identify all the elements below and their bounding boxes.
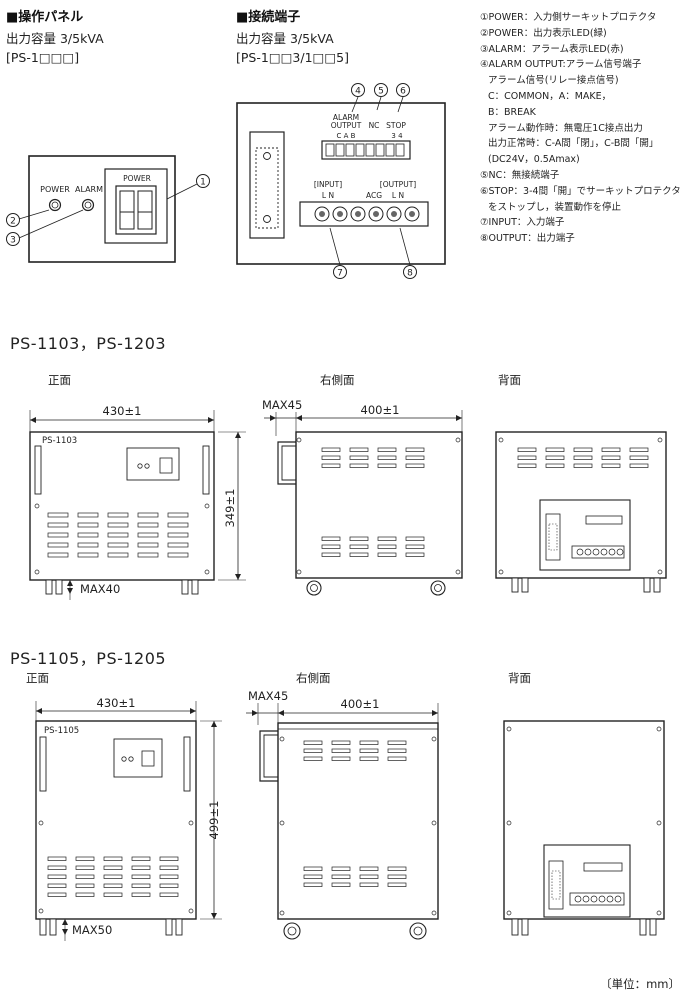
legend-item: B：BREAK <box>488 106 536 118</box>
legend-item: アラーム信号(リレー接点信号) <box>488 75 619 87</box>
nc-label: NC <box>369 121 380 130</box>
terminal-panel-model: [PS-1□□3/1□□5] <box>236 50 350 65</box>
legend-item: C：COMMON，A：MAKE， <box>488 90 612 102</box>
section-a-depth-dim: 400±1 <box>361 403 400 417</box>
section-b-right-view-label: 右側面 <box>296 671 331 685</box>
svg-text:ALARM: ALARM <box>333 113 359 122</box>
alarm-cab-label: C A B <box>337 132 356 140</box>
terminal-panel-heading: ■接続端子 <box>236 10 301 25</box>
svg-text:5: 5 <box>378 87 384 97</box>
legend-item: ④ALARM OUTPUT:アラーム信号端子 <box>480 59 642 71</box>
section-a-right-view-label: 右側面 <box>320 373 355 387</box>
svg-text:4: 4 <box>355 87 361 97</box>
section-a-height-dim: 349±1 <box>223 489 237 528</box>
section-b-back-view-label: 背面 <box>508 671 531 685</box>
alarm-led <box>81 198 95 212</box>
legend-item: ③ALARM：アラーム表示LED(赤) <box>480 43 624 55</box>
legend: ①POWER：入力側サーキットプロテクタ ②POWER：出力表示LED(緑) ③… <box>480 10 681 247</box>
legend-item: ⑧OUTPUT：出力端子 <box>480 233 575 245</box>
section-b-height-dim: 499±1 <box>207 801 221 840</box>
output-pins-label: L N <box>392 191 404 200</box>
output-label: [OUTPUT] <box>380 180 416 189</box>
section-b-drawings: 430±1 PS-1105 MAX50 499±1 MAX45 400±1 <box>35 689 665 941</box>
svg-text:6: 6 <box>400 87 406 97</box>
stop-pins-label: 3 4 <box>391 132 403 140</box>
legend-item: ⑤NC：無接続端子 <box>480 169 560 181</box>
legend-item: ⑦INPUT：入力端子 <box>480 217 565 229</box>
power-led <box>48 198 62 212</box>
section-b-handle-dim: MAX45 <box>248 689 288 703</box>
control-panel-model: [PS-1□□□] <box>6 50 80 65</box>
section-a-handle-dim: MAX45 <box>262 398 302 412</box>
stop-label: STOP <box>386 121 406 130</box>
legend-item: ⑥STOP：3-4間「開」でサーキットプロテクタ <box>480 185 681 197</box>
section-a-title: PS-1103，PS-1203 <box>10 334 167 353</box>
control-panel-heading: ■操作パネル <box>6 10 84 25</box>
legend-item: ②POWER：出力表示LED(緑) <box>480 27 607 39</box>
power-led-label: POWER <box>40 185 70 194</box>
terminal-panel-capacity: 出力容量 3/5kVA <box>236 31 334 46</box>
acg-label: ACG <box>366 191 382 200</box>
svg-text:3: 3 <box>10 236 16 246</box>
legend-item: ①POWER：入力側サーキットプロテクタ <box>480 12 657 23</box>
breaker-label: POWER <box>123 174 151 183</box>
section-a-front-label: PS-1103 <box>42 436 77 446</box>
legend-item: (DC24V，0.5Amax) <box>488 154 580 166</box>
section-b-width-dim: 430±1 <box>97 696 136 710</box>
svg-text:2: 2 <box>10 217 16 227</box>
section-a-front-view-label: 正面 <box>48 373 71 387</box>
section-a-width-dim: 430±1 <box>103 404 142 418</box>
section-b-depth-dim: 400±1 <box>341 697 380 711</box>
section-b-front-label: PS-1105 <box>44 726 79 736</box>
section-a-foot-dim: MAX40 <box>80 582 120 596</box>
legend-item: をストップし，装置動作を停止 <box>488 201 622 213</box>
section-b-title: PS-1105，PS-1205 <box>10 649 167 668</box>
unit-note: 〔単位：mm〕 <box>600 977 680 991</box>
svg-text:1: 1 <box>200 178 206 188</box>
input-label: [INPUT] <box>314 180 342 189</box>
input-pins-label: L N <box>322 191 334 200</box>
svg-text:OUTPUT: OUTPUT <box>331 121 362 130</box>
legend-item: アラーム動作時：無電圧1C接点出力 <box>488 122 643 134</box>
section-b-foot-dim: MAX50 <box>72 923 112 937</box>
panel-diagrams: POWER ALARM POWER 1 2 3 4 5 6 ALARM OUTP… <box>6 83 446 279</box>
svg-text:8: 8 <box>407 269 413 279</box>
section-b-front-view-label: 正面 <box>26 671 49 685</box>
control-panel-capacity: 出力容量 3/5kVA <box>6 31 104 46</box>
alarm-led-label: ALARM <box>75 185 103 194</box>
legend-item: 出力正常時：C-A間「閉」，C-B間「開」 <box>488 138 659 150</box>
section-a-drawings: 430±1 PS-1103 MAX40 349±1 MAX45 400±1 <box>29 398 667 600</box>
svg-text:7: 7 <box>337 269 343 279</box>
section-a-back-view-label: 背面 <box>498 373 521 387</box>
